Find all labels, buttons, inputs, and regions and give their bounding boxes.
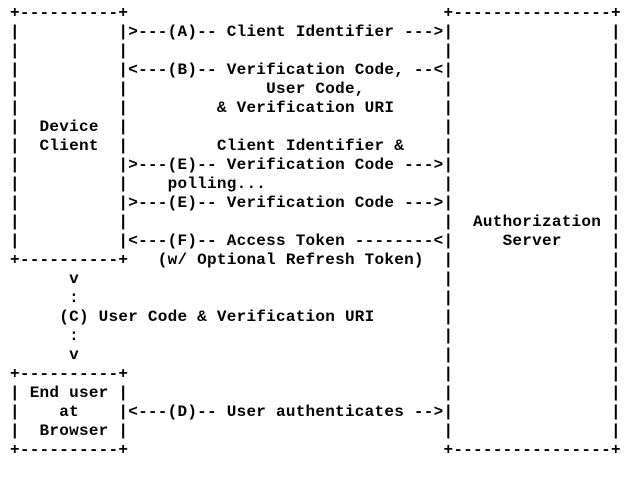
- ascii-diagram-text: +----------+ +----------------+ | |>---(…: [10, 4, 621, 459]
